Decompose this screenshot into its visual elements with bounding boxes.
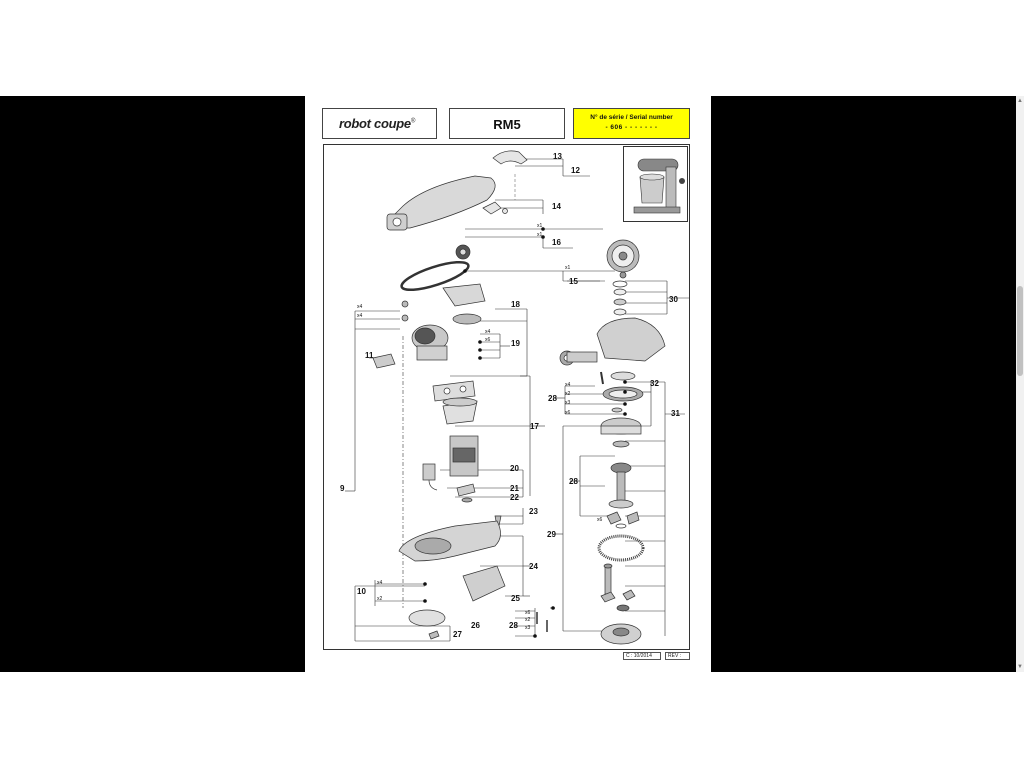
model-name: RM5 [493,117,521,132]
part-gearbox-housing [596,317,666,362]
part-top-cover [492,150,528,165]
serial-number-box: N° de série / Serial number - 606 - - - … [573,108,690,139]
qty-label: x6 [597,517,603,523]
part-base-plate [408,609,446,627]
part-label-9: 9 [340,484,345,493]
part-label-23: 23 [529,507,538,516]
mixer-thumbnail-box [623,146,688,222]
part-number-labels: 13 12 14 16 15 30 18 19 11 32 31 28 17 2… [340,152,680,639]
part-label-27: 27 [453,630,462,639]
footer-revision: REV : [665,652,690,660]
footer-date: C : 10/2014 [623,652,661,660]
part-label-14: 14 [552,202,561,211]
qty-label: x4 [357,313,363,319]
qty-label: x1 [565,265,571,271]
part-label-28b: 28 [569,477,578,486]
qty-label: x1 [537,223,543,229]
part-label-15: 15 [569,277,578,286]
part-label-28c: 28 [509,621,518,630]
part-label-19: 19 [511,339,520,348]
part-label-11: 11 [365,351,374,360]
brand-logo: robot coupe® [339,116,415,131]
part-label-18: 18 [511,300,520,309]
part-label-25: 25 [511,594,520,603]
part-label-21: 21 [510,484,519,493]
serial-number-label: N° de série / Serial number [590,114,673,121]
part-base [398,520,501,562]
part-upper-housing [392,175,496,229]
serial-number-value: - 606 - - - - - - - [605,124,658,131]
part-label-31: 31 [671,409,680,418]
part-label-10: 10 [357,587,366,596]
model-box: RM5 [449,108,565,139]
part-bottom-cover [462,565,506,602]
part-label-12: 12 [571,166,580,175]
part-label-20: 20 [510,464,519,473]
part-drive-belt [400,260,470,292]
part-label-24: 24 [529,562,538,571]
qty-label: x2 [377,596,383,602]
viewer-background-left [0,96,305,672]
part-pulley [452,313,482,325]
vertical-scrollbar[interactable]: ▲ ▼ [1016,96,1024,672]
quantity-labels: x1 x1 x1 x4 x4 x4 x6 x4 x2 x3 x6 x6 x4 x… [357,223,603,631]
part-label-32: 32 [650,379,659,388]
qty-label: x2 [565,391,571,397]
qty-label: x4 [377,580,383,586]
part-switch [372,353,396,369]
part-label-26: 26 [471,621,480,630]
exploded-parts-diagram: 13 12 14 16 15 30 18 19 11 32 31 28 17 2… [340,150,690,645]
exploded-diagram-frame [323,144,690,650]
qty-label: x6 [485,337,491,343]
qty-label: x1 [537,232,543,238]
scroll-down-arrow-icon[interactable]: ▼ [1017,664,1023,670]
part-label-17: 17 [530,422,539,431]
brand-logo-text: robot coupe [339,116,411,131]
part-label-29: 29 [547,530,556,539]
part-capacitor [422,463,436,481]
leader-lines [345,158,690,642]
qty-label: x4 [357,304,363,310]
part-ring-gear [597,534,645,562]
qty-label: x6 [565,410,571,416]
mixer-thumbnail-image [633,158,685,214]
scroll-up-arrow-icon[interactable]: ▲ [1017,98,1023,104]
qty-label: x4 [485,329,491,335]
top-margin [0,0,1024,96]
scrollbar-thumb[interactable] [1017,286,1023,376]
part-label-22: 22 [510,493,519,502]
qty-label: x2 [525,617,531,623]
registered-mark: ® [410,118,415,125]
part-pinion [610,462,632,474]
part-label-13: 13 [553,152,562,161]
document-page: robot coupe® RM5 N° de série / Serial nu… [305,96,711,672]
part-label-30: 30 [669,295,678,304]
viewer-background-right [711,96,1016,672]
qty-label: x3 [525,625,531,631]
part-label-28a: 28 [548,394,557,403]
qty-label: x6 [525,610,531,616]
qty-label: x4 [565,382,571,388]
part-label-16: 16 [552,238,561,247]
brand-logo-box: robot coupe® [322,108,437,139]
qty-label: x3 [565,400,571,406]
bottom-margin [0,672,1024,768]
